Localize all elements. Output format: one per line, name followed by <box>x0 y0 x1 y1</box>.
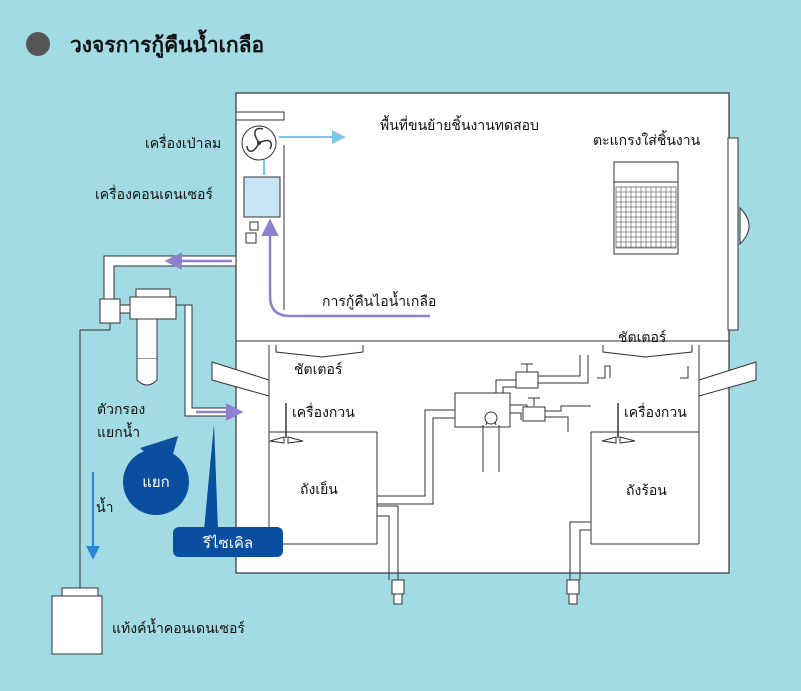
right-shutter-label: ชัตเตอร์ <box>618 329 667 346</box>
drain-line <box>79 323 111 596</box>
condenser-fitting <box>245 232 257 244</box>
water-label: น้ำ <box>96 497 113 516</box>
separate-badge-label: แยก <box>142 473 170 491</box>
left-compartment <box>211 345 399 580</box>
recycle-badge: รีไซเคิล <box>173 424 283 557</box>
recycle-pipe <box>173 304 237 417</box>
salt-mist-recovery-arrow <box>261 218 430 318</box>
right-stirrer-blade-icon <box>601 436 636 444</box>
hot-tank-label: ถังร้อน <box>626 483 667 499</box>
left-drain-valve-icon <box>391 579 405 605</box>
salt-mist-recovery-label: การกู้คืนไอน้ำเกลือ <box>322 291 436 310</box>
water-separator-label: แยกน้ำ <box>97 422 140 441</box>
specimen-rack-icon <box>613 161 679 255</box>
separate-badge: แยก <box>123 436 189 515</box>
left-shutter-label: ชัตเตอร์ <box>294 361 343 378</box>
left-stirrer-blade-icon <box>269 436 304 444</box>
condensate-tank-icon <box>51 587 103 655</box>
door-handle <box>739 206 750 246</box>
side-door-panel <box>727 137 739 331</box>
condenser-valve <box>249 221 259 231</box>
right-stirrer-label: เครื่องกวน <box>624 403 687 421</box>
left-shutter-icon <box>275 345 364 358</box>
filter-separator <box>129 288 177 386</box>
right-compartment <box>569 345 757 580</box>
recycle-badge-label: รีไซเคิล <box>202 534 253 552</box>
condenser-label: เครื่องคอนเดนเซอร์ <box>95 185 213 203</box>
left-stirrer-label: เครื่องกวน <box>292 403 355 421</box>
test-area-label: พื้นที่ขนย้ายชิ้นงานทดสอบ <box>380 115 539 134</box>
right-shutter-icon <box>602 345 693 358</box>
title-bullet-icon <box>26 32 50 56</box>
page-title: วงจรการกู้คืนน้ำเกลือ <box>70 29 264 59</box>
condensate-tank-label: แท้งค์น้ำคอนเดนเซอร์ <box>112 618 245 637</box>
right-valve-icon <box>597 365 689 379</box>
central-heater-unit <box>377 355 591 505</box>
blower-fan-icon <box>235 111 285 161</box>
cold-tank-label: ถังเย็น <box>300 480 338 498</box>
tee-fitting <box>99 298 121 324</box>
condenser-unit <box>243 176 281 218</box>
specimen-rack-label: ตะแกรงใส่ชิ้นงาน <box>593 130 701 149</box>
blower-label: เครื่องเป่าลม <box>145 134 221 152</box>
right-drain-valve-icon <box>566 579 580 605</box>
filter-label: ตัวกรอง <box>97 402 145 418</box>
